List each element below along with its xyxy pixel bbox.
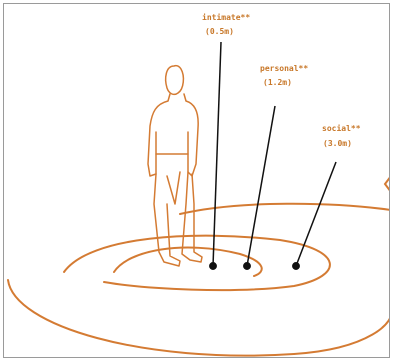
intimate-zone-label: intimate** (202, 14, 250, 22)
intimate-zone-ring (114, 248, 262, 276)
social-zone-label: social** (322, 125, 361, 133)
social-zone-ring (8, 204, 390, 356)
diagram-frame: intimate** (0.5m) personal** (1.2m) soci… (3, 3, 390, 358)
chevron-left-icon (385, 176, 390, 192)
personal-zone-ring (64, 236, 330, 290)
personal-zone-label: personal** (260, 65, 308, 73)
personal-marker-dot (244, 263, 250, 269)
intimate-zone-distance: (0.5m) (205, 28, 234, 36)
personal-leader-line (247, 106, 275, 266)
personal-zone-distance: (1.2m) (263, 79, 292, 87)
social-marker-dot (293, 263, 299, 269)
intimate-leader-line (213, 42, 221, 266)
social-zone-distance: (3.0m) (323, 140, 352, 148)
proxemics-diagram (4, 4, 390, 358)
intimate-marker-dot (210, 263, 216, 269)
